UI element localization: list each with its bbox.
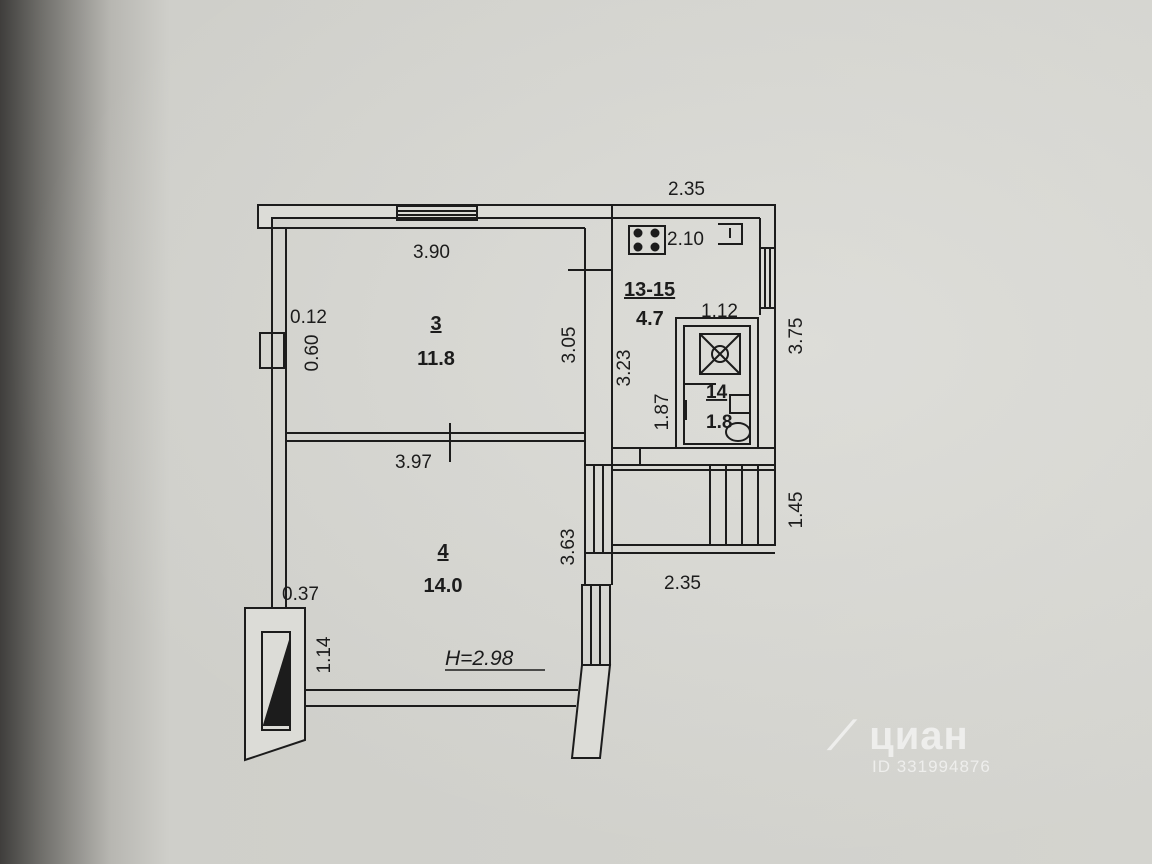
kitchen-number: 13-15	[624, 279, 675, 301]
dim-right-height: 3.75	[786, 318, 807, 355]
dim-stove-niche: 0.37	[282, 584, 319, 605]
bath-number: 14	[706, 382, 728, 403]
washbasin	[729, 394, 751, 414]
shower-tray	[699, 333, 741, 375]
toilet	[725, 422, 751, 442]
stove-niche-fill	[262, 639, 291, 726]
kitchen-area: 4.7	[636, 308, 664, 330]
dim-balcony-width: 2.35	[664, 573, 701, 594]
watermark-logo: ⟋ циан	[828, 714, 969, 758]
kitchen-outer	[612, 204, 776, 471]
dim-kitchen-depth: 3.23	[614, 350, 635, 387]
balcony-left-wall	[584, 464, 613, 554]
cian-logo-icon: ⟋	[828, 714, 870, 758]
dim-room3-depth: 3.05	[559, 327, 580, 364]
right-window	[759, 247, 776, 309]
dim-room4-width: 3.97	[395, 452, 432, 473]
lower-window	[581, 584, 611, 666]
room4-number: 4	[437, 541, 449, 563]
dim-bath-width: 1.12	[701, 301, 738, 322]
top-wall	[257, 204, 613, 229]
bath-area: 1.8	[706, 412, 732, 433]
ceiling-height: H=2.98	[445, 647, 514, 670]
dim-room3-width: 3.90	[413, 242, 450, 263]
top-window	[396, 205, 478, 221]
dim-window: 0.60	[302, 335, 323, 372]
dim-room4-depth: 3.63	[558, 529, 579, 566]
dim-wall-thickness: 0.12	[290, 307, 327, 328]
sink	[718, 223, 743, 245]
watermark: ⟋ циан ID 331994876	[828, 714, 991, 777]
left-window	[259, 332, 285, 369]
room3-number: 3	[430, 313, 441, 335]
dim-bath-depth: 1.87	[652, 394, 673, 431]
watermark-id: ID 331994876	[872, 757, 991, 776]
dim-balcony-height: 1.45	[786, 492, 807, 529]
room3-area: 11.8	[417, 348, 455, 370]
stove	[628, 225, 666, 255]
bottom-right-pier	[570, 664, 612, 759]
dim-top-right: 2.35	[668, 179, 705, 200]
dim-stove: 2.10	[667, 229, 704, 250]
dim-niche-height: 1.14	[314, 636, 335, 673]
stove-niche	[244, 607, 306, 762]
room4-area: 14.0	[424, 575, 463, 597]
